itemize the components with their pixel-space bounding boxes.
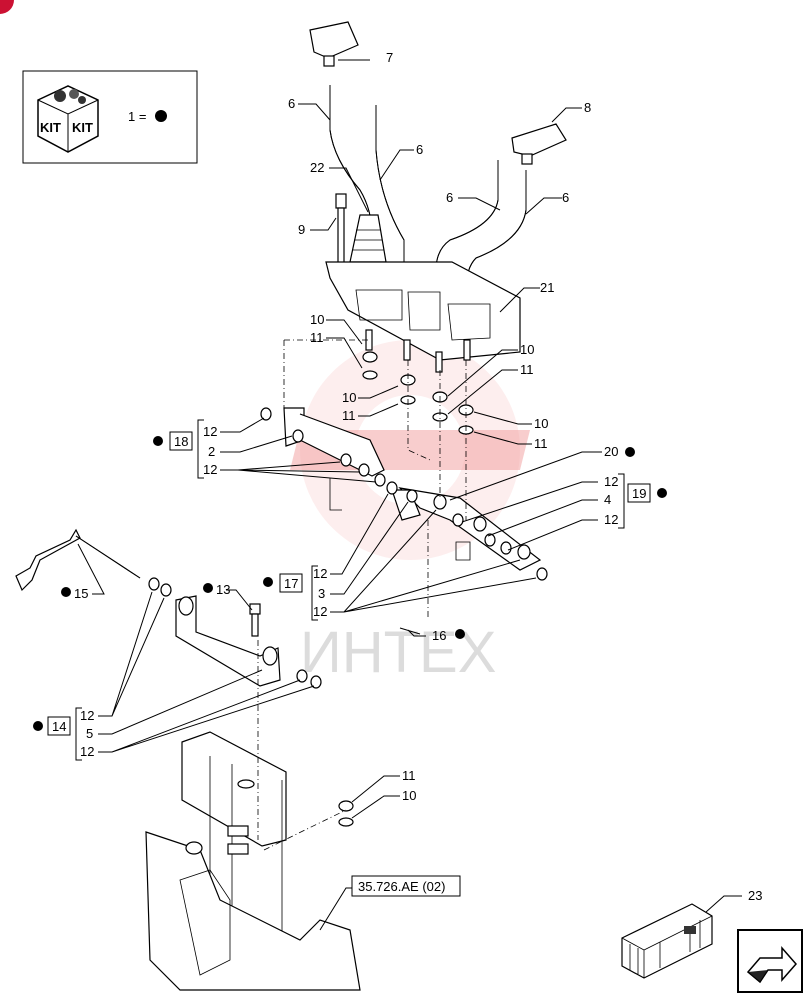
callout-10: 10 <box>534 416 548 431</box>
callout-3: 3 <box>318 586 325 601</box>
svg-text:17: 17 <box>284 576 298 591</box>
boxed-ref-14: 14 <box>33 716 71 736</box>
svg-text:19: 19 <box>632 486 646 501</box>
callout-12: 12 <box>203 424 217 439</box>
reference-box[interactable]: 35.726.AE (02) <box>351 875 461 897</box>
plate-studs <box>365 329 471 373</box>
callout-labels: 7 6 6 8 22 9 6 6 21 10 11 10 11 10 11 10… <box>74 50 762 903</box>
svg-text:KIT: KIT <box>40 120 61 135</box>
callout-11: 11 <box>534 436 548 451</box>
kit-dots <box>61 447 635 639</box>
callout-15: 15 <box>74 586 88 601</box>
kit-box-icon: KIT KIT <box>37 85 99 153</box>
callout-22: 22 <box>310 160 324 175</box>
callout-5: 5 <box>86 726 93 741</box>
boxed-ref-19: 19 <box>627 483 667 503</box>
callout-leaders <box>77 59 742 931</box>
callout-23: 23 <box>748 888 762 903</box>
bracket-5 <box>175 595 322 689</box>
crate-23 <box>621 903 713 979</box>
callout-6: 6 <box>416 142 423 157</box>
group-brackets <box>75 419 625 761</box>
callout-12: 12 <box>203 462 217 477</box>
callout-16: 16 <box>432 628 446 643</box>
callout-12: 12 <box>313 604 327 619</box>
bolt-9 <box>335 193 347 269</box>
lever-boot-22 <box>349 214 387 263</box>
callout-4: 4 <box>604 492 611 507</box>
callout-10: 10 <box>342 390 356 405</box>
svg-text:KIT: KIT <box>72 120 93 135</box>
svg-text:18: 18 <box>174 434 188 449</box>
callout-12: 12 <box>313 566 327 581</box>
nuts-and-washers <box>338 351 474 827</box>
loader-frame <box>145 731 361 991</box>
watermark-text: ИНТЕХ <box>300 620 496 685</box>
svg-text:35.726.AE (02): 35.726.AE (02) <box>358 879 445 894</box>
bolt-13 <box>249 603 261 637</box>
corner-badge <box>0 0 14 14</box>
pin-16 <box>399 627 421 635</box>
callout-11: 11 <box>342 408 356 423</box>
callout-13: 13 <box>216 582 230 597</box>
callout-11: 11 <box>310 330 324 345</box>
boxed-ref-17: 17 <box>263 573 303 593</box>
callout-2: 2 <box>208 444 215 459</box>
callout-12: 12 <box>80 708 94 723</box>
callout-8: 8 <box>584 100 591 115</box>
svg-text:14: 14 <box>52 719 66 734</box>
callout-11: 11 <box>520 362 534 377</box>
callout-10: 10 <box>520 342 534 357</box>
assembly-centerlines <box>257 339 467 851</box>
kit-legend-text: 1 = <box>128 109 146 124</box>
callout-6: 6 <box>562 190 569 205</box>
boxed-ref-18: 18 <box>153 431 193 451</box>
lever-plate-21 <box>325 261 521 361</box>
knob-8 <box>511 123 567 165</box>
callout-20: 20 <box>604 444 618 459</box>
callout-6: 6 <box>288 96 295 111</box>
callout-21: 21 <box>540 280 554 295</box>
callout-9: 9 <box>298 222 305 237</box>
callout-12: 12 <box>604 474 618 489</box>
callout-11: 11 <box>402 768 416 783</box>
callout-10: 10 <box>402 788 416 803</box>
callout-12: 12 <box>604 512 618 527</box>
callout-6: 6 <box>446 190 453 205</box>
next-page-arrow-icon[interactable] <box>737 929 803 993</box>
callout-10: 10 <box>310 312 324 327</box>
callout-7: 7 <box>386 50 393 65</box>
shaft-15 <box>15 528 172 597</box>
knob-7 <box>309 21 359 67</box>
kit-legend-dot <box>155 110 167 122</box>
callout-12: 12 <box>80 744 94 759</box>
